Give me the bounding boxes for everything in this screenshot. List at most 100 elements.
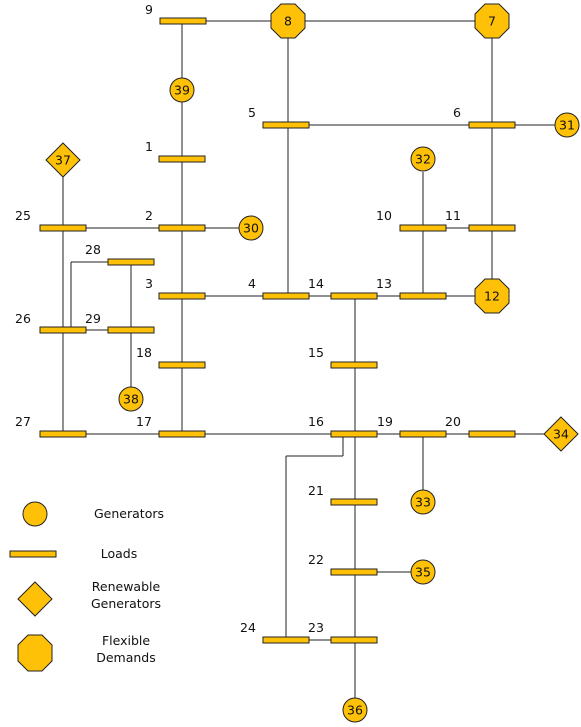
generator-31-circle-icon bbox=[554, 112, 580, 138]
generator-38: 38 bbox=[118, 386, 144, 412]
flexible-demand-12: 12 bbox=[474, 278, 510, 314]
bus-label-26: 26 bbox=[15, 311, 31, 326]
renewable-37-diamond-icon bbox=[45, 142, 81, 178]
bus-label-14: 14 bbox=[308, 276, 324, 291]
bus-label-2: 2 bbox=[145, 208, 153, 223]
legend-renewable-line1: Renewable bbox=[92, 579, 161, 594]
generator-30: 30 bbox=[238, 215, 264, 241]
bus-label-1: 1 bbox=[145, 139, 153, 154]
flexible-8-label: 8 bbox=[284, 14, 292, 29]
bus-label-6: 6 bbox=[453, 105, 461, 120]
generator-31: 31 bbox=[554, 112, 580, 138]
generator-39: 39 bbox=[169, 77, 195, 103]
renewable-generators: 37 34 bbox=[45, 142, 579, 452]
bus-26 bbox=[39, 326, 87, 334]
generator-35: 35 bbox=[410, 559, 436, 585]
bus-label-9: 9 bbox=[145, 2, 153, 17]
bus-29 bbox=[107, 326, 155, 334]
legend-load-bar-icon bbox=[9, 550, 57, 558]
bus-label-13: 13 bbox=[376, 276, 392, 291]
bus-label-27: 27 bbox=[15, 414, 31, 429]
legend-flexible-line2: Demands bbox=[96, 650, 156, 665]
generator-32-label: 32 bbox=[415, 152, 431, 167]
generator-38-label: 38 bbox=[123, 392, 139, 407]
bus-labels: 9 5 6 1 2 25 10 11 28 3 4 14 13 26 29 18… bbox=[15, 2, 461, 635]
bus-16 bbox=[330, 430, 378, 438]
renewable-34-label: 34 bbox=[553, 427, 569, 442]
bus-label-20: 20 bbox=[445, 414, 461, 429]
generator-30-circle-icon bbox=[238, 215, 264, 241]
bus-5 bbox=[262, 121, 310, 129]
bus-13 bbox=[399, 292, 447, 300]
legend-flexible-line1: Flexible bbox=[102, 633, 150, 648]
bus-label-4: 4 bbox=[248, 276, 256, 291]
bus-17 bbox=[158, 430, 206, 438]
generator-36-label: 36 bbox=[347, 703, 363, 718]
renewable-generator-34: 34 bbox=[543, 416, 579, 452]
generator-36-circle-icon bbox=[342, 697, 368, 723]
bus-23 bbox=[330, 636, 378, 644]
bus-9 bbox=[159, 17, 207, 25]
bus-4 bbox=[262, 292, 310, 300]
bus-19 bbox=[399, 430, 447, 438]
flexible-7-octagon-icon bbox=[474, 3, 510, 39]
bus-3 bbox=[158, 292, 206, 300]
generator-32: 32 bbox=[410, 146, 436, 172]
bus-27 bbox=[39, 430, 87, 438]
bus-bars bbox=[39, 17, 516, 644]
generator-30-label: 30 bbox=[243, 221, 259, 236]
generator-39-circle-icon bbox=[169, 77, 195, 103]
generator-31-label: 31 bbox=[559, 118, 575, 133]
generator-33-label: 33 bbox=[415, 495, 431, 510]
generators: 39 30 31 32 38 33 35 36 bbox=[118, 77, 580, 723]
bus-label-23: 23 bbox=[308, 620, 324, 635]
generator-35-circle-icon bbox=[410, 559, 436, 585]
flexible-demands: 8 7 12 bbox=[270, 3, 510, 314]
generator-33: 33 bbox=[410, 489, 436, 515]
bus-22 bbox=[330, 568, 378, 576]
bus-label-22: 22 bbox=[308, 552, 324, 567]
bus-10 bbox=[399, 224, 447, 232]
bus-11 bbox=[468, 224, 516, 232]
generator-36: 36 bbox=[342, 697, 368, 723]
flexible-12-octagon-icon bbox=[474, 278, 510, 314]
flexible-12-label: 12 bbox=[484, 289, 500, 304]
flexible-8-octagon-icon bbox=[270, 3, 306, 39]
bus-label-18: 18 bbox=[136, 345, 152, 360]
generator-39-label: 39 bbox=[174, 83, 190, 98]
legend-renewable-diamond-icon bbox=[17, 581, 53, 617]
bus-label-21: 21 bbox=[308, 483, 324, 498]
bus-21 bbox=[330, 498, 378, 506]
bus-1 bbox=[158, 155, 206, 163]
bus-14 bbox=[330, 292, 378, 300]
bus-label-3: 3 bbox=[145, 276, 153, 291]
bus-label-11: 11 bbox=[445, 208, 461, 223]
bus-label-16: 16 bbox=[308, 414, 324, 429]
flexible-7-label: 7 bbox=[488, 14, 496, 29]
legend-generator-circle-icon bbox=[22, 501, 48, 527]
bus-2 bbox=[158, 224, 206, 232]
bus-label-28: 28 bbox=[85, 242, 101, 257]
flexible-demand-7: 7 bbox=[474, 3, 510, 39]
bus-label-17: 17 bbox=[136, 414, 152, 429]
generator-35-label: 35 bbox=[415, 565, 431, 580]
bus-label-5: 5 bbox=[248, 105, 256, 120]
bus-25 bbox=[39, 224, 87, 232]
renewable-generator-37: 37 bbox=[45, 142, 81, 178]
bus-label-25: 25 bbox=[15, 208, 31, 223]
generator-33-circle-icon bbox=[410, 489, 436, 515]
legend-loads-label: Loads bbox=[101, 546, 138, 561]
bus-18 bbox=[158, 361, 206, 369]
bus-20 bbox=[468, 430, 516, 438]
bus-label-15: 15 bbox=[308, 345, 324, 360]
flexible-demand-8: 8 bbox=[270, 3, 306, 39]
generator-38-circle-icon bbox=[118, 386, 144, 412]
bus-15 bbox=[330, 361, 378, 369]
bus-6 bbox=[468, 121, 516, 129]
renewable-37-label: 37 bbox=[55, 153, 71, 168]
bus-label-29: 29 bbox=[85, 311, 101, 326]
generator-32-circle-icon bbox=[410, 146, 436, 172]
bus-label-24: 24 bbox=[240, 620, 256, 635]
legend-flexible-octagon-icon bbox=[17, 634, 53, 672]
